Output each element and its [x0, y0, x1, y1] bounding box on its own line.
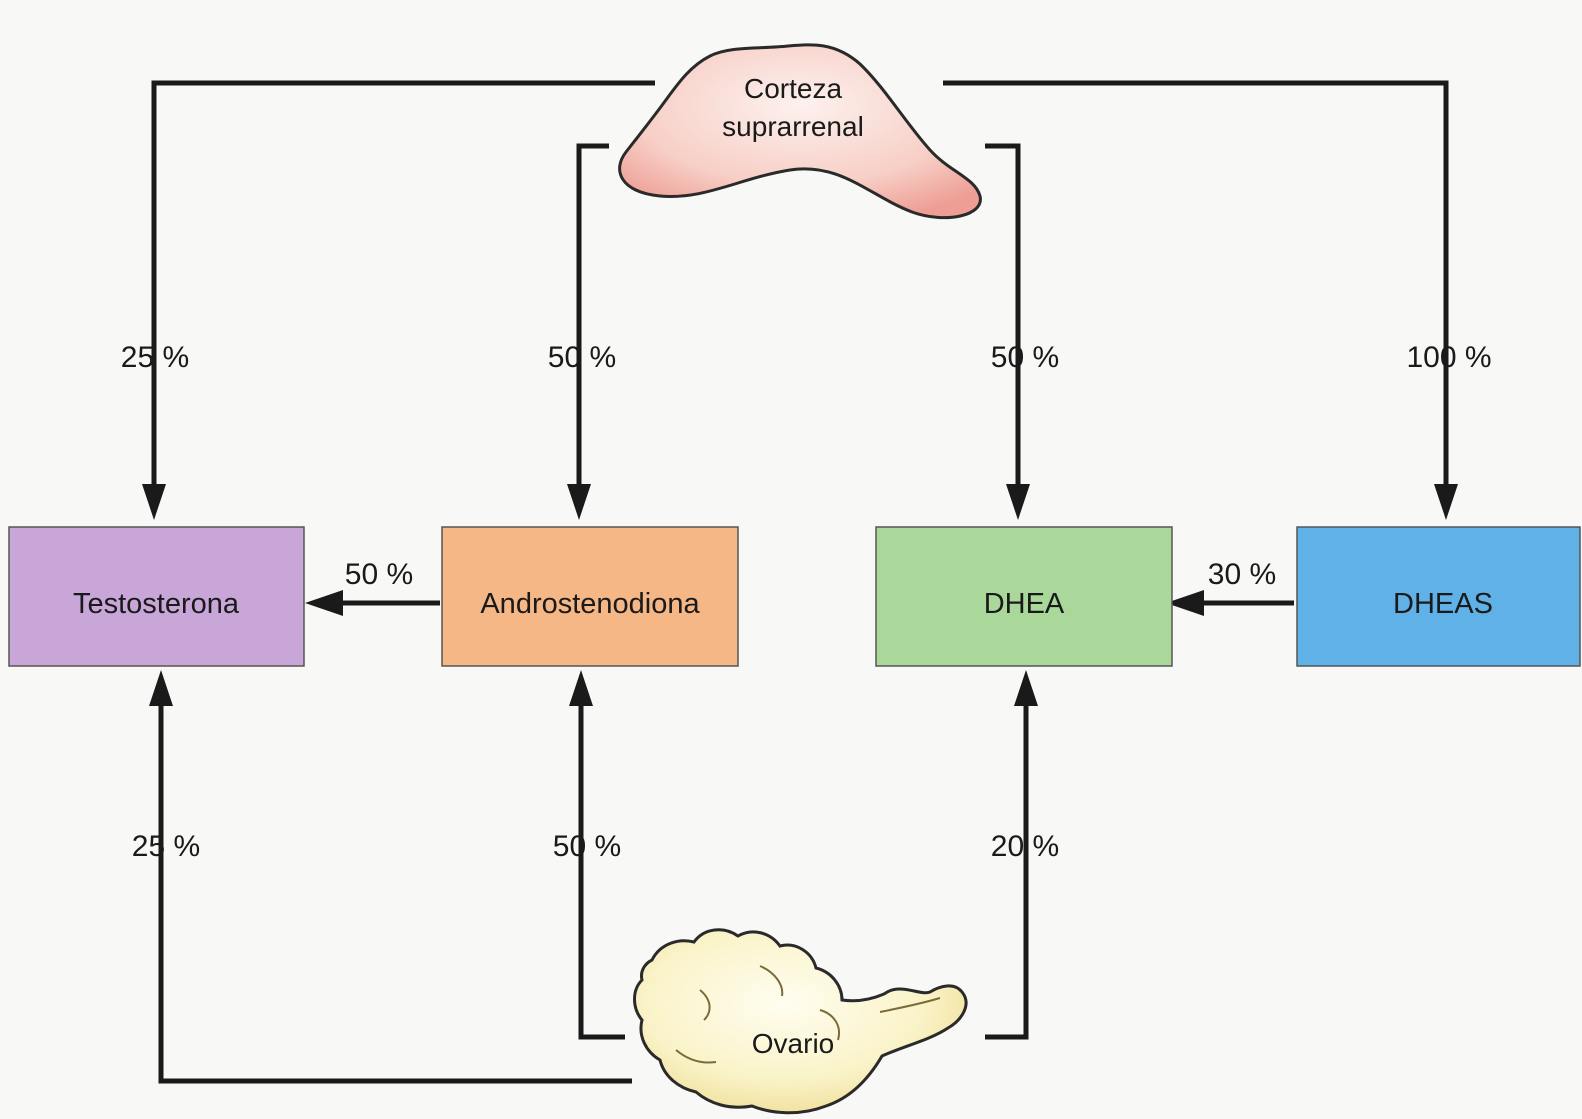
arrowhead-down-androstenedione [567, 484, 591, 520]
arrowhead-down-dhea [1006, 484, 1030, 520]
arrowhead-left-dhea [1166, 590, 1204, 616]
flow-label-dheas-dhea: 30 % [1208, 558, 1276, 591]
flow-label-ovary-dhea: 20 % [991, 830, 1059, 863]
ovary-texture [675, 1049, 717, 1064]
dhea-label: DHEA [984, 588, 1065, 620]
androstenedione-label: Androstenodiona [480, 588, 700, 620]
arrowhead-left-testosterone [305, 590, 343, 616]
ovary: Ovario [633, 928, 968, 1115]
arrowhead-down-dheas [1434, 484, 1458, 520]
connector-adrenal-dhea [985, 143, 1021, 488]
ovary-illustration [633, 928, 968, 1115]
arrowhead-up-androstenedione [569, 670, 593, 706]
dheas-label: DHEAS [1393, 588, 1493, 620]
ovary-texture [699, 989, 711, 1021]
flow-label-adrenal-androstenedione: 50 % [548, 341, 616, 374]
adrenal-label-line1: Corteza [744, 73, 842, 104]
box-testosterone: Testosterona [8, 526, 305, 667]
connector-ovary-testosterone [158, 702, 632, 1084]
arrowhead-down-testosterone [142, 484, 166, 520]
flow-label-ovary-androstenedione: 50 % [553, 830, 621, 863]
connector-ovary-androstenedione [578, 702, 625, 1040]
arrowhead-up-dhea [1014, 670, 1038, 706]
box-androstenedione: Androstenodiona [441, 526, 739, 667]
ovary-texture [759, 965, 784, 997]
box-dheas: DHEAS [1296, 526, 1581, 667]
testosterone-label: Testosterona [73, 588, 240, 620]
ovary-label: Ovario [752, 1028, 834, 1059]
arrowhead-up-testosterone [149, 670, 173, 706]
flow-label-adrenal-testosterone: 25 % [121, 341, 189, 374]
connector-adrenal-androstenedione [576, 143, 609, 488]
connector-ovary-dhea [985, 702, 1029, 1040]
adrenal-label-line2: suprarrenal [722, 111, 864, 142]
flow-label-androstenedione-testosterone: 50 % [345, 558, 413, 591]
flow-label-adrenal-dhea: 50 % [991, 341, 1059, 374]
connector-adrenal-dheas [943, 80, 1449, 488]
connector-adrenal-testosterone [151, 80, 655, 488]
adrenal-cortex-illustration [618, 43, 982, 220]
ovary-texture [879, 997, 941, 1013]
box-dhea: DHEA [875, 526, 1173, 667]
ovary-texture [819, 1009, 840, 1041]
flow-label-ovary-testosterone: 25 % [132, 830, 200, 863]
flow-label-adrenal-dheas: 100 % [1406, 341, 1491, 374]
adrenal-cortex: Corteza suprarrenal [618, 43, 982, 220]
